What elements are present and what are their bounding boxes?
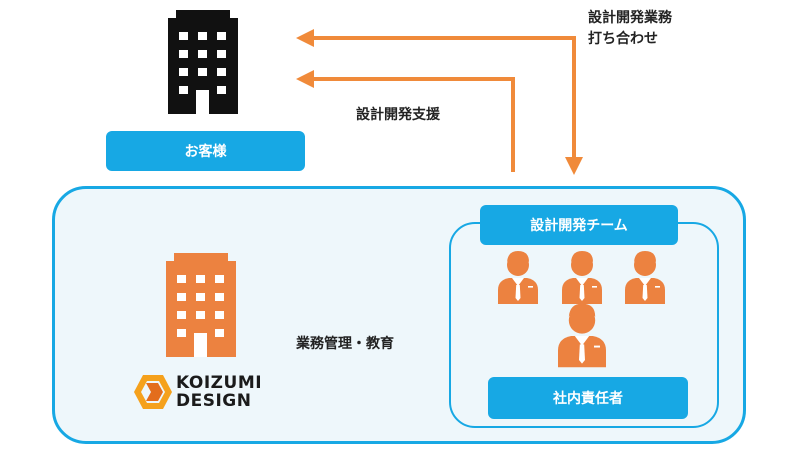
logo-line2: DESIGN (176, 391, 252, 411)
manager-label-text: 社内責任者 (553, 391, 623, 407)
team-title-text: 設計開発チーム (530, 218, 628, 234)
company-building-icon (166, 253, 236, 357)
team-member-2-icon (562, 251, 602, 304)
support-label: 設計開発支援 (356, 107, 440, 123)
manager-icon (558, 303, 606, 368)
meeting-label-line2: 打ち合わせ (588, 31, 658, 47)
management-label: 業務管理・教育 (296, 336, 394, 352)
meeting-label-line1: 設計開発業務 (588, 10, 672, 26)
support-arrow (312, 77, 515, 172)
manager-label: 社内責任者 (488, 377, 688, 419)
meeting-label: 設計開発業務 打ち合わせ (588, 8, 672, 50)
logo-line1: KOIZUMI (176, 373, 263, 393)
koizumi-logo-mark-icon (134, 375, 172, 409)
meeting-arrowhead-down (565, 157, 583, 175)
team-member-1-icon (498, 251, 538, 304)
client-building-icon (168, 10, 238, 114)
support-arrowhead-left (296, 70, 314, 88)
meeting-arrow (312, 36, 576, 160)
team-title: 設計開発チーム (480, 205, 678, 245)
team-member-3-icon (625, 251, 665, 304)
client-label: お客様 (106, 131, 305, 171)
client-label-text: お客様 (184, 144, 227, 160)
logo-wordmark: KOIZUMI DESIGN (176, 374, 262, 410)
meeting-arrowhead-left (296, 29, 314, 47)
